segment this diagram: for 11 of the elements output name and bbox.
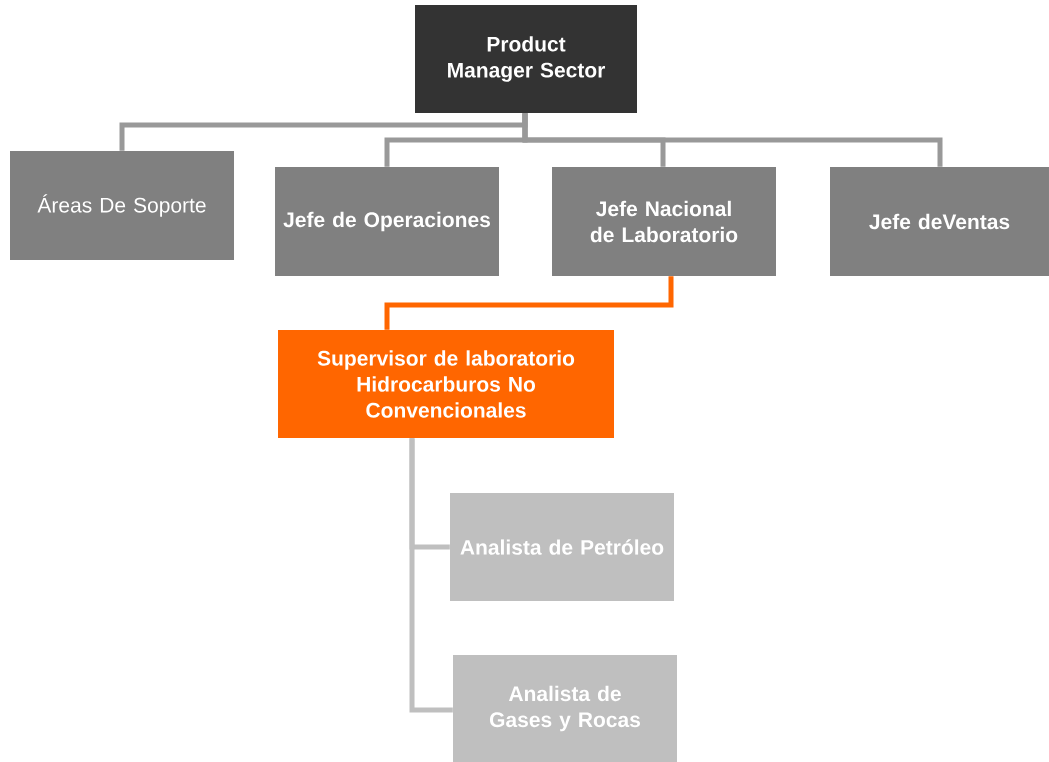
role-box: Jefe de Operaciones (275, 167, 499, 276)
role-box: Jefe Nacional de Laboratorio (552, 167, 776, 276)
role-box: Áreas De Soporte (10, 151, 234, 260)
supervisor-box: Supervisor de laboratorio Hidrocarburos No Convencionales (278, 330, 614, 438)
analyst-box: Analista de Gases y Rocas (453, 655, 677, 762)
connector-line (384, 276, 674, 330)
connector-line (409, 438, 453, 713)
role-box: Jefe deVentas (830, 167, 1049, 276)
analyst-box: Analista de Petróleo (450, 493, 674, 601)
connector-line (522, 113, 943, 167)
manager-box: Product Manager Sector (415, 5, 637, 113)
